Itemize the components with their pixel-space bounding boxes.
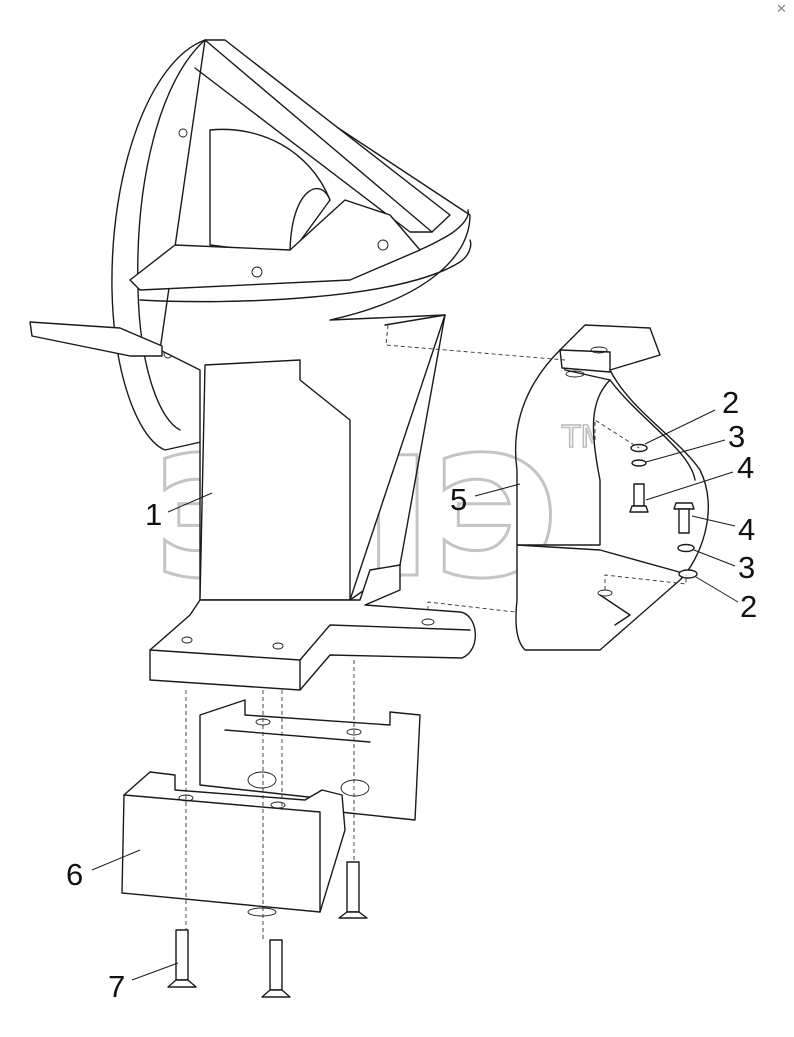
part-5-clamp	[514, 324, 709, 651]
bolt-4-head	[629, 505, 649, 513]
screw-shank	[269, 939, 283, 991]
middle-pad-body	[199, 699, 421, 821]
callout-3-lower: 3	[738, 550, 755, 585]
cone-lip-lower	[139, 239, 472, 303]
middle-pad-bore	[247, 771, 277, 789]
screw-head	[338, 911, 368, 919]
middle-pad-groove	[224, 729, 371, 743]
bolt-4-shank	[678, 508, 690, 534]
lower-block-hole	[270, 801, 286, 809]
base-plate-edge	[149, 624, 471, 661]
bolt-4-shank	[633, 483, 645, 507]
screw-head	[261, 989, 291, 998]
screw-head	[167, 979, 197, 988]
screw-shank	[346, 861, 360, 913]
callout-leaders	[91, 409, 739, 981]
clamp-top-block	[559, 349, 611, 373]
base-hole	[181, 636, 193, 644]
clamp-hole	[590, 346, 608, 354]
base-plate	[149, 564, 477, 691]
flange-hole	[178, 128, 188, 138]
part-6-block	[121, 771, 346, 917]
screw-shank	[175, 929, 189, 981]
lower-block-hole	[247, 907, 277, 917]
callout-7: 7	[108, 969, 125, 1004]
plate-hole	[251, 266, 263, 278]
washer-3	[631, 459, 647, 467]
callout-3-upper: 3	[728, 419, 745, 454]
lower-block-body	[121, 771, 346, 913]
top-bar	[204, 39, 451, 233]
callout-1: 1	[145, 497, 162, 532]
clamp-hole	[565, 370, 585, 378]
flange-edge	[137, 39, 206, 431]
callout-6: 6	[66, 857, 83, 892]
middle-pad-bore	[340, 779, 370, 797]
assembly-line	[604, 574, 687, 590]
clamp-split	[516, 544, 691, 576]
fastener-set-lower	[673, 502, 698, 579]
leader-6	[91, 849, 141, 871]
leader-4b	[691, 515, 736, 527]
fastener-set-upper	[629, 443, 649, 513]
callout-2-upper: 2	[722, 385, 739, 420]
middle-pad	[199, 699, 421, 821]
base-hole	[421, 618, 435, 626]
clamp-lower-edge	[599, 594, 631, 626]
callout-4-upper: 4	[737, 450, 754, 485]
callouts: 1 2 3 4 4 3 2 5 6 7	[66, 385, 757, 1004]
leader-3a	[645, 439, 726, 463]
leader-3b	[693, 549, 736, 567]
assembly-lines	[185, 324, 687, 940]
callout-2-lower: 2	[740, 589, 757, 624]
washer-3	[677, 543, 695, 553]
top-bar-edge	[194, 67, 433, 233]
side-handle	[29, 321, 163, 357]
leader-4a	[645, 471, 734, 501]
callout-5: 5	[450, 482, 467, 517]
leader-2a	[644, 409, 716, 445]
leader-1	[167, 492, 213, 513]
clamp-body	[515, 324, 709, 651]
part-1-body	[29, 39, 477, 691]
leader-5	[474, 483, 521, 497]
leader-2b	[695, 576, 739, 603]
callout-4-lower: 4	[738, 512, 755, 547]
plate-hole	[377, 239, 389, 251]
assembly-line	[427, 601, 516, 613]
leader-7	[131, 962, 179, 981]
bolt-4-head	[673, 502, 695, 510]
close-icon[interactable]: ✕	[776, 2, 787, 17]
clamp-inner	[609, 379, 696, 481]
front-plate	[129, 199, 421, 291]
nut-2	[678, 569, 698, 579]
middle-pad-hole	[346, 728, 362, 736]
base-hole	[272, 642, 284, 650]
saddle-curve	[289, 188, 331, 256]
clamp-upper-left	[514, 349, 561, 546]
part-7-screws	[167, 861, 368, 998]
